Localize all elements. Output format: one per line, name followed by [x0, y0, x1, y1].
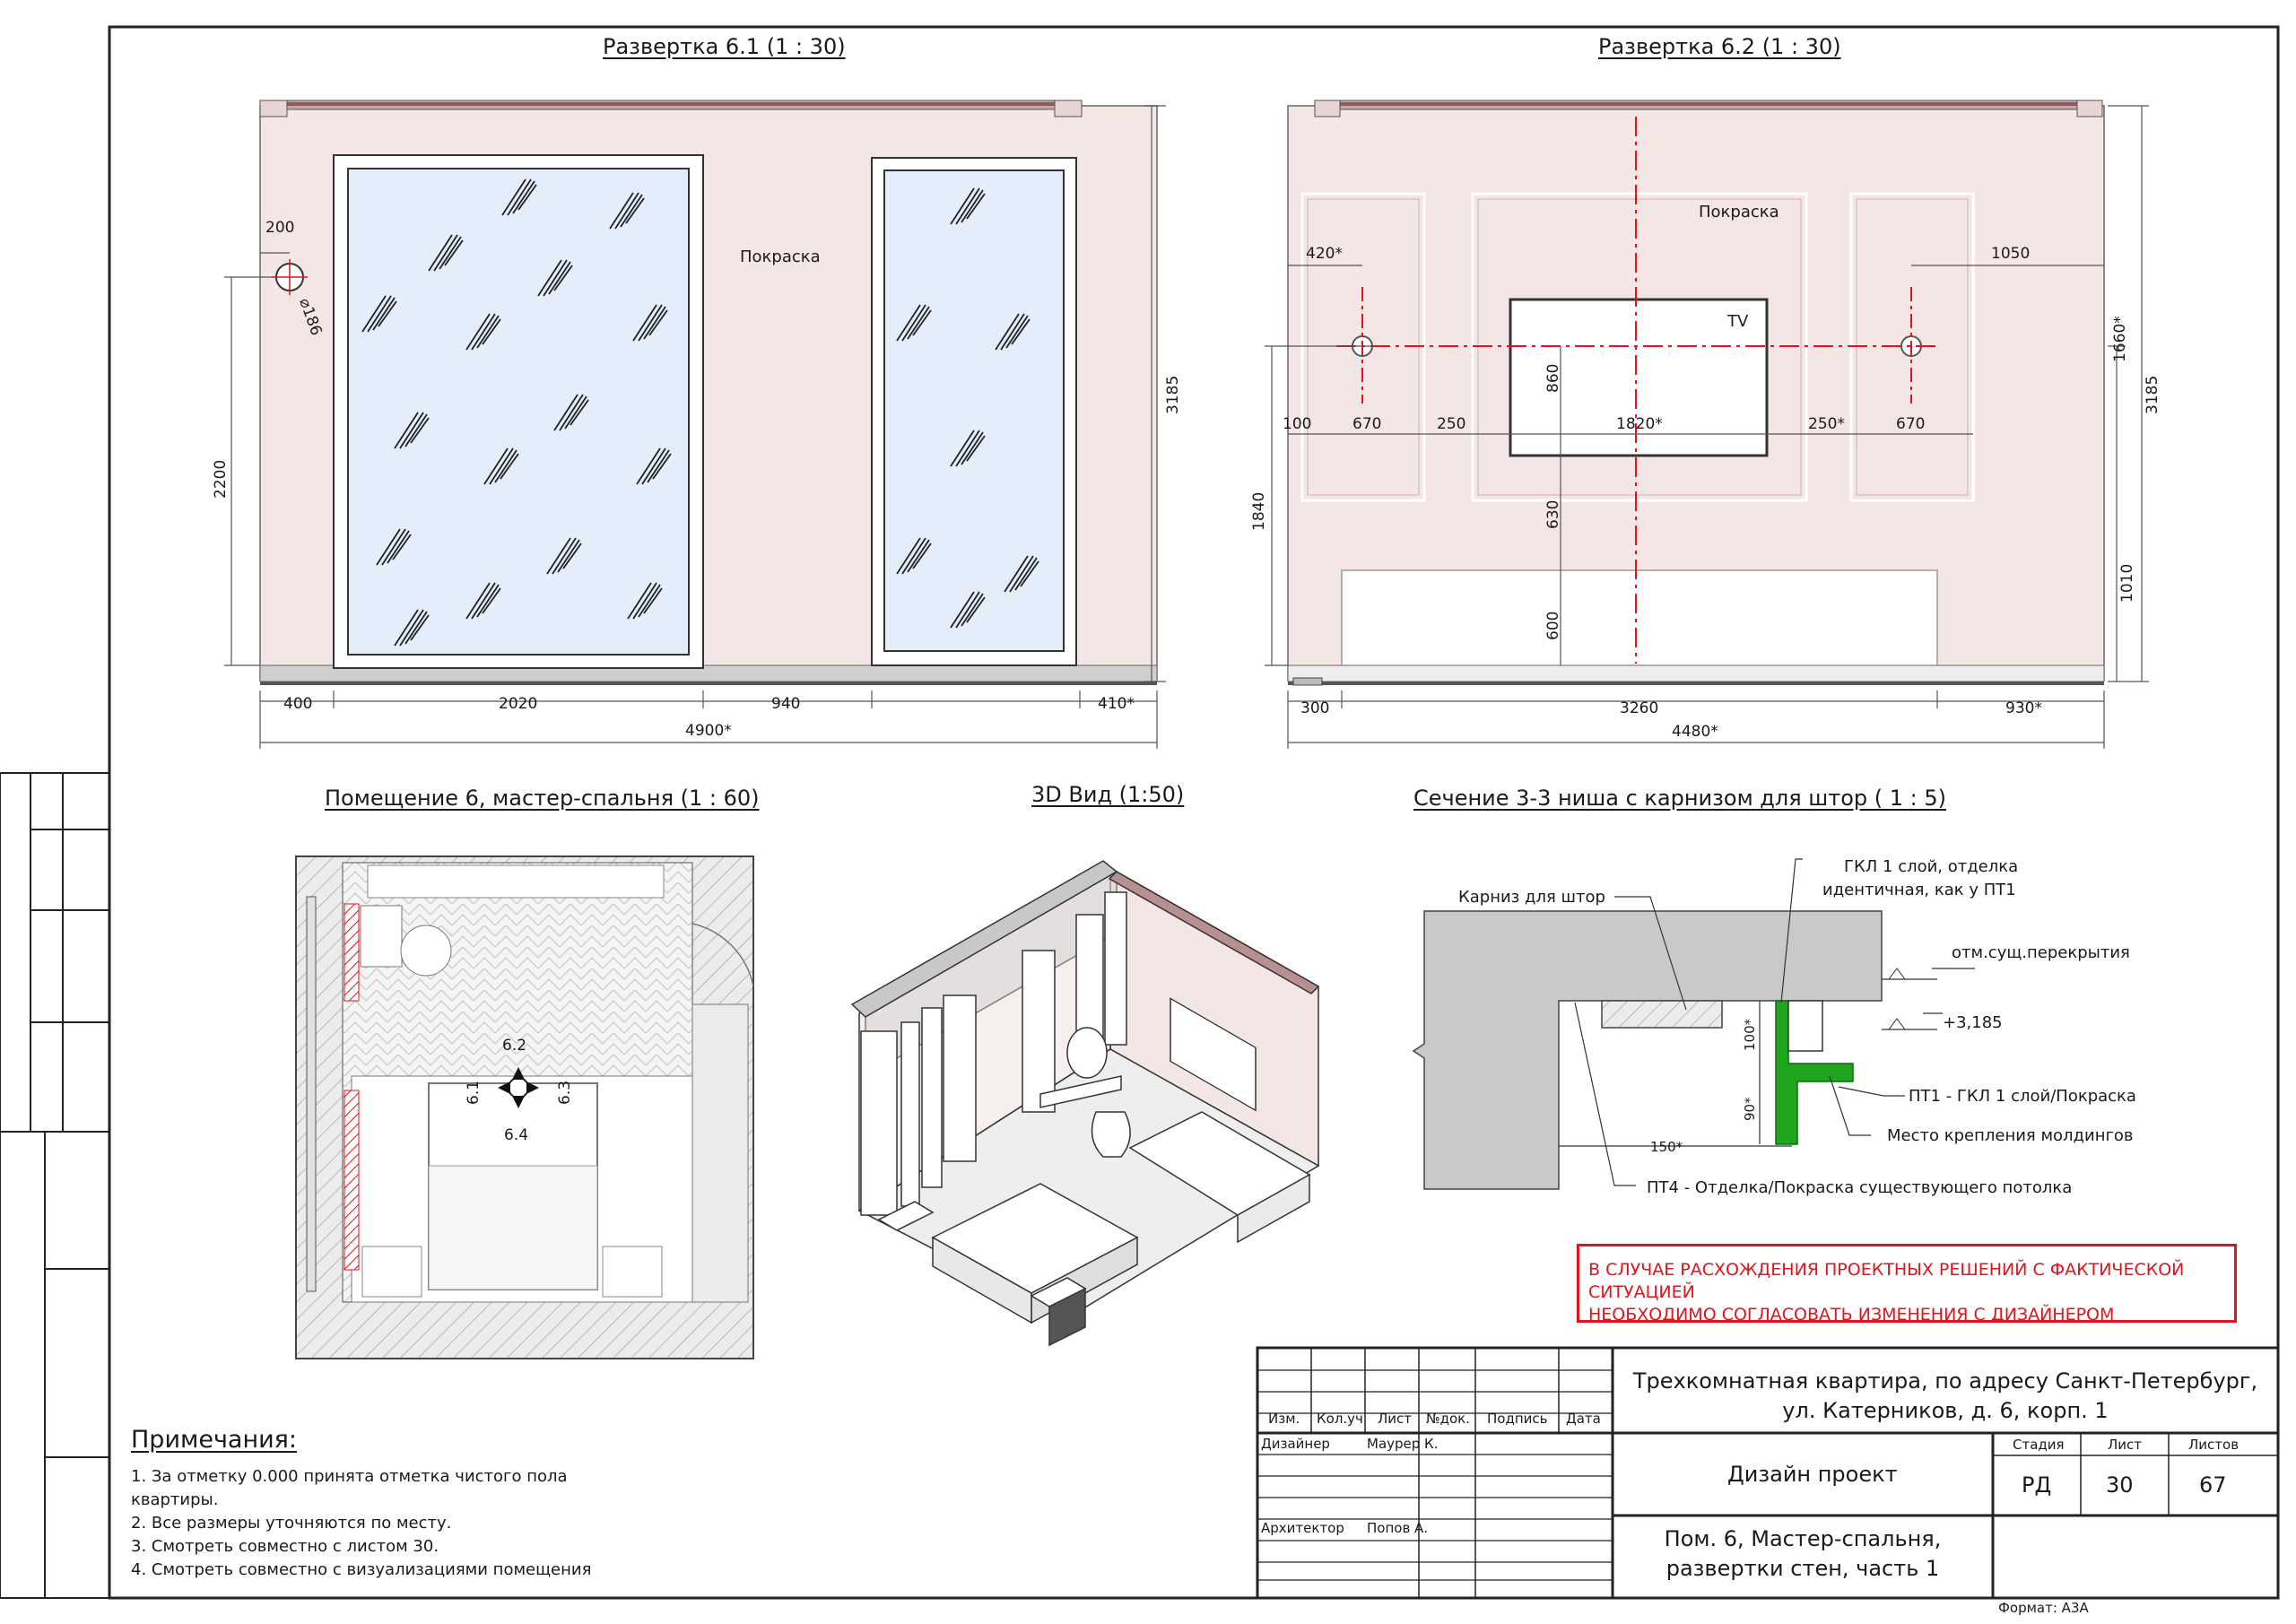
section-molding-label: Место крепления молдингов — [1887, 1126, 2134, 1145]
note-item: квартиры. — [131, 1490, 219, 1509]
elev2-dim-670b: 670 — [1896, 415, 1926, 433]
elevation-6-1-title: Развертка 6.1 (1 : 30) — [603, 34, 846, 59]
section-dim-150: 150* — [1650, 1139, 1683, 1155]
plan-marker-6-1: 6.1 — [465, 1080, 483, 1105]
section-title: Сечение 3-3 ниша с карнизом для штор ( 1… — [1413, 786, 1947, 811]
stamp-project: Дизайн проект — [1727, 1462, 1898, 1487]
section-gkl-line1: ГКЛ 1 слой, отделка — [1844, 857, 2019, 876]
stamp-sheet-title-line1: Пом. 6, Мастер-спальня, — [1664, 1526, 1942, 1551]
elev2-dim-860: 860 — [1544, 363, 1562, 393]
stamp-format: Формат: А3А — [1998, 1600, 2089, 1616]
section-level-label: отм.сущ.перекрытия — [1952, 943, 2130, 962]
elev2-dim-3185: 3185 — [2144, 375, 2161, 414]
elevation-6-2-title: Развертка 6.2 (1 : 30) — [1598, 34, 1841, 59]
stamp-sheet-value: 30 — [2106, 1472, 2134, 1498]
stamp-sheets-label: Листов — [2188, 1437, 2239, 1453]
section-3-3 — [1412, 858, 1975, 1190]
plan-marker-6-4: 6.4 — [504, 1126, 529, 1144]
stamp-address-line2: ул. Катерников, д. 6, корп. 1 — [1782, 1398, 2109, 1423]
plan-title: Помещение 6, мастер-спальня (1 : 60) — [325, 786, 760, 811]
elev1-dim-2020: 2020 — [499, 695, 538, 713]
elevation-6-1 — [224, 100, 1166, 749]
notes-list: 1. За отметку 0.000 принята отметка чист… — [131, 1465, 591, 1582]
elev2-dim-1010: 1010 — [2118, 563, 2136, 603]
floor-plan — [295, 855, 754, 1359]
iso-view-title: 3D Вид (1:50) — [1031, 782, 1185, 807]
elev2-dim-630: 630 — [1544, 499, 1562, 529]
section-gkl-line2: идентичная, как у ПТ1 — [1822, 881, 2016, 899]
elev1-paint-label: Покраска — [740, 248, 821, 266]
stamp-col-izm: Изм. — [1268, 1411, 1300, 1427]
note-item: 4. Смотреть совместно с визуализациями п… — [131, 1560, 592, 1579]
note-item: 1. За отметку 0.000 принята отметка чист… — [131, 1467, 568, 1486]
elevation-6-2 — [1265, 100, 2149, 749]
stamp-sheet-title-line2: развертки стен, часть 1 — [1665, 1556, 1940, 1581]
tv-label: TV — [1727, 312, 1749, 331]
stamp-designer-role: Дизайнер — [1261, 1436, 1330, 1452]
stamp-architect-name: Попов А. — [1367, 1520, 1429, 1536]
section-pt4-label: ПТ4 - Отделка/Покраска существующего пот… — [1647, 1178, 2073, 1197]
elev2-dim-420: 420* — [1306, 245, 1343, 263]
stamp-col-data: Дата — [1566, 1411, 1601, 1427]
section-cornice-label: Карниз для штор — [1458, 888, 1605, 907]
elev2-dim-100: 100 — [1283, 415, 1312, 433]
stamp-sheet-title: Пом. 6, Мастер-спальня, развертки стен, … — [1613, 1524, 1993, 1584]
stamp-col-koluch: Кол.уч — [1317, 1411, 1363, 1427]
elev2-dim-670a: 670 — [1352, 415, 1382, 433]
elev1-dim-940: 940 — [771, 695, 801, 713]
elev2-dim-250a: 250 — [1437, 415, 1466, 433]
elev2-dim-1820: 1820* — [1616, 415, 1663, 433]
elev2-dim-4480: 4480* — [1672, 723, 1718, 741]
stamp-stage-value: РД — [2022, 1472, 2052, 1498]
elev2-dim-1660: 1660* — [2111, 316, 2129, 362]
stamp-col-podpis: Подпись — [1487, 1411, 1548, 1427]
stamp-address: Трехкомнатная квартира, по адресу Санкт-… — [1613, 1367, 2278, 1426]
stamp-sheet-label: Лист — [2108, 1437, 2143, 1453]
elev1-dim-410: 410* — [1098, 695, 1135, 713]
title-block-grid — [1256, 1346, 2280, 1600]
sheet-frame — [0, 25, 2280, 1600]
elev1-dim-200: 200 — [265, 219, 295, 237]
elev2-dim-250b: 250* — [1808, 415, 1845, 433]
note-item: 3. Смотреть совместно с листом 30. — [131, 1537, 439, 1556]
warning-line-2: НЕОБХОДИМО СОГЛАСОВАТЬ ИЗМЕНЕНИЯ С ДИЗАЙ… — [1588, 1305, 2115, 1324]
section-pt1-label: ПТ1 - ГКЛ 1 слой/Покраска — [1909, 1087, 2136, 1106]
stamp-stage-label: Стадия — [2013, 1437, 2065, 1453]
stamp-sheets-value: 67 — [2199, 1472, 2227, 1498]
plan-marker-6-3: 6.3 — [556, 1080, 574, 1105]
elev1-dim-2200: 2200 — [212, 459, 230, 499]
elev1-dim-400: 400 — [283, 695, 313, 713]
elev1-dim-4900: 4900* — [685, 722, 732, 740]
stamp-col-list: Лист — [1378, 1411, 1413, 1427]
elev2-paint-label: Покраска — [1699, 203, 1779, 221]
elev1-dim-3185: 3185 — [1164, 375, 1182, 414]
stamp-designer-name: Маурер К. — [1367, 1436, 1439, 1452]
elev2-dim-300: 300 — [1300, 699, 1330, 717]
stamp-col-ndok: №док. — [1426, 1411, 1470, 1427]
elev2-dim-1840: 1840 — [1250, 491, 1268, 531]
note-item: 2. Все размеры уточняются по месту. — [131, 1514, 452, 1533]
section-elevation-mark: +3,185 — [1943, 1013, 2003, 1032]
warning-box: В СЛУЧАЕ РАСХОЖДЕНИЯ ПРОЕКТНЫХ РЕШЕНИЙ С… — [1577, 1244, 2237, 1324]
stamp-address-line1: Трехкомнатная квартира, по адресу Санкт-… — [1632, 1368, 2258, 1394]
section-dim-90: 90* — [1742, 1097, 1758, 1121]
warning-line-1: В СЛУЧАЕ РАСХОЖДЕНИЯ ПРОЕКТНЫХ РЕШЕНИЙ С… — [1588, 1260, 2185, 1302]
iso-view — [850, 860, 1320, 1347]
elev2-dim-1050: 1050 — [1991, 245, 2031, 263]
plan-marker-6-2: 6.2 — [502, 1037, 527, 1055]
stamp-architect-role: Архитектор — [1261, 1520, 1344, 1536]
section-dim-100: 100* — [1742, 1018, 1758, 1051]
elev2-dim-3260: 3260 — [1620, 699, 1659, 717]
elev2-dim-930: 930* — [2005, 699, 2042, 717]
notes-title: Примечания: — [131, 1426, 298, 1454]
elev2-dim-600: 600 — [1544, 611, 1562, 640]
